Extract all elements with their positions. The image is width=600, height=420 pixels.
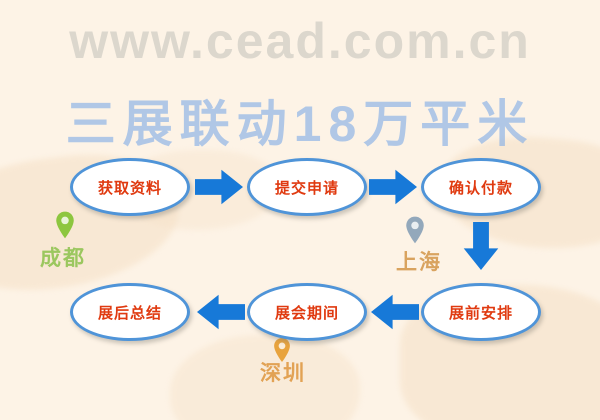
flow-node-label: 展前安排 (448, 304, 513, 322)
page-title: 三展联动18万平米 (65, 96, 535, 152)
flow-node-label: 确认付款 (448, 179, 513, 197)
map-shape (170, 335, 360, 420)
arrow-right-icon (369, 169, 417, 205)
flow-node-label: 展后总结 (97, 304, 162, 322)
city-label-chengdu: 成都 (40, 247, 86, 270)
city-label-shanghai: 上海 (396, 251, 442, 274)
flow-node-step5: 展会期间 (247, 283, 367, 341)
flow-node-step3: 确认付款 (421, 158, 541, 216)
map-pin-icon (273, 337, 291, 363)
flow-node-step4: 展前安排 (421, 283, 541, 341)
flow-node-label: 展会期间 (274, 304, 339, 322)
flow-node-label: 获取资料 (97, 179, 162, 197)
flow-node-label: 提交申请 (274, 179, 339, 197)
watermark: www.cead.com.cn (69, 13, 531, 69)
map-pin-icon (55, 210, 75, 240)
city-label-shenzhen: 深圳 (260, 362, 306, 385)
flow-node-step2: 提交申请 (247, 158, 367, 216)
flow-node-step1: 获取资料 (70, 158, 190, 216)
arrow-left-icon (197, 294, 245, 330)
flow-node-step6: 展后总结 (70, 283, 190, 341)
map-pin-icon (405, 215, 425, 245)
